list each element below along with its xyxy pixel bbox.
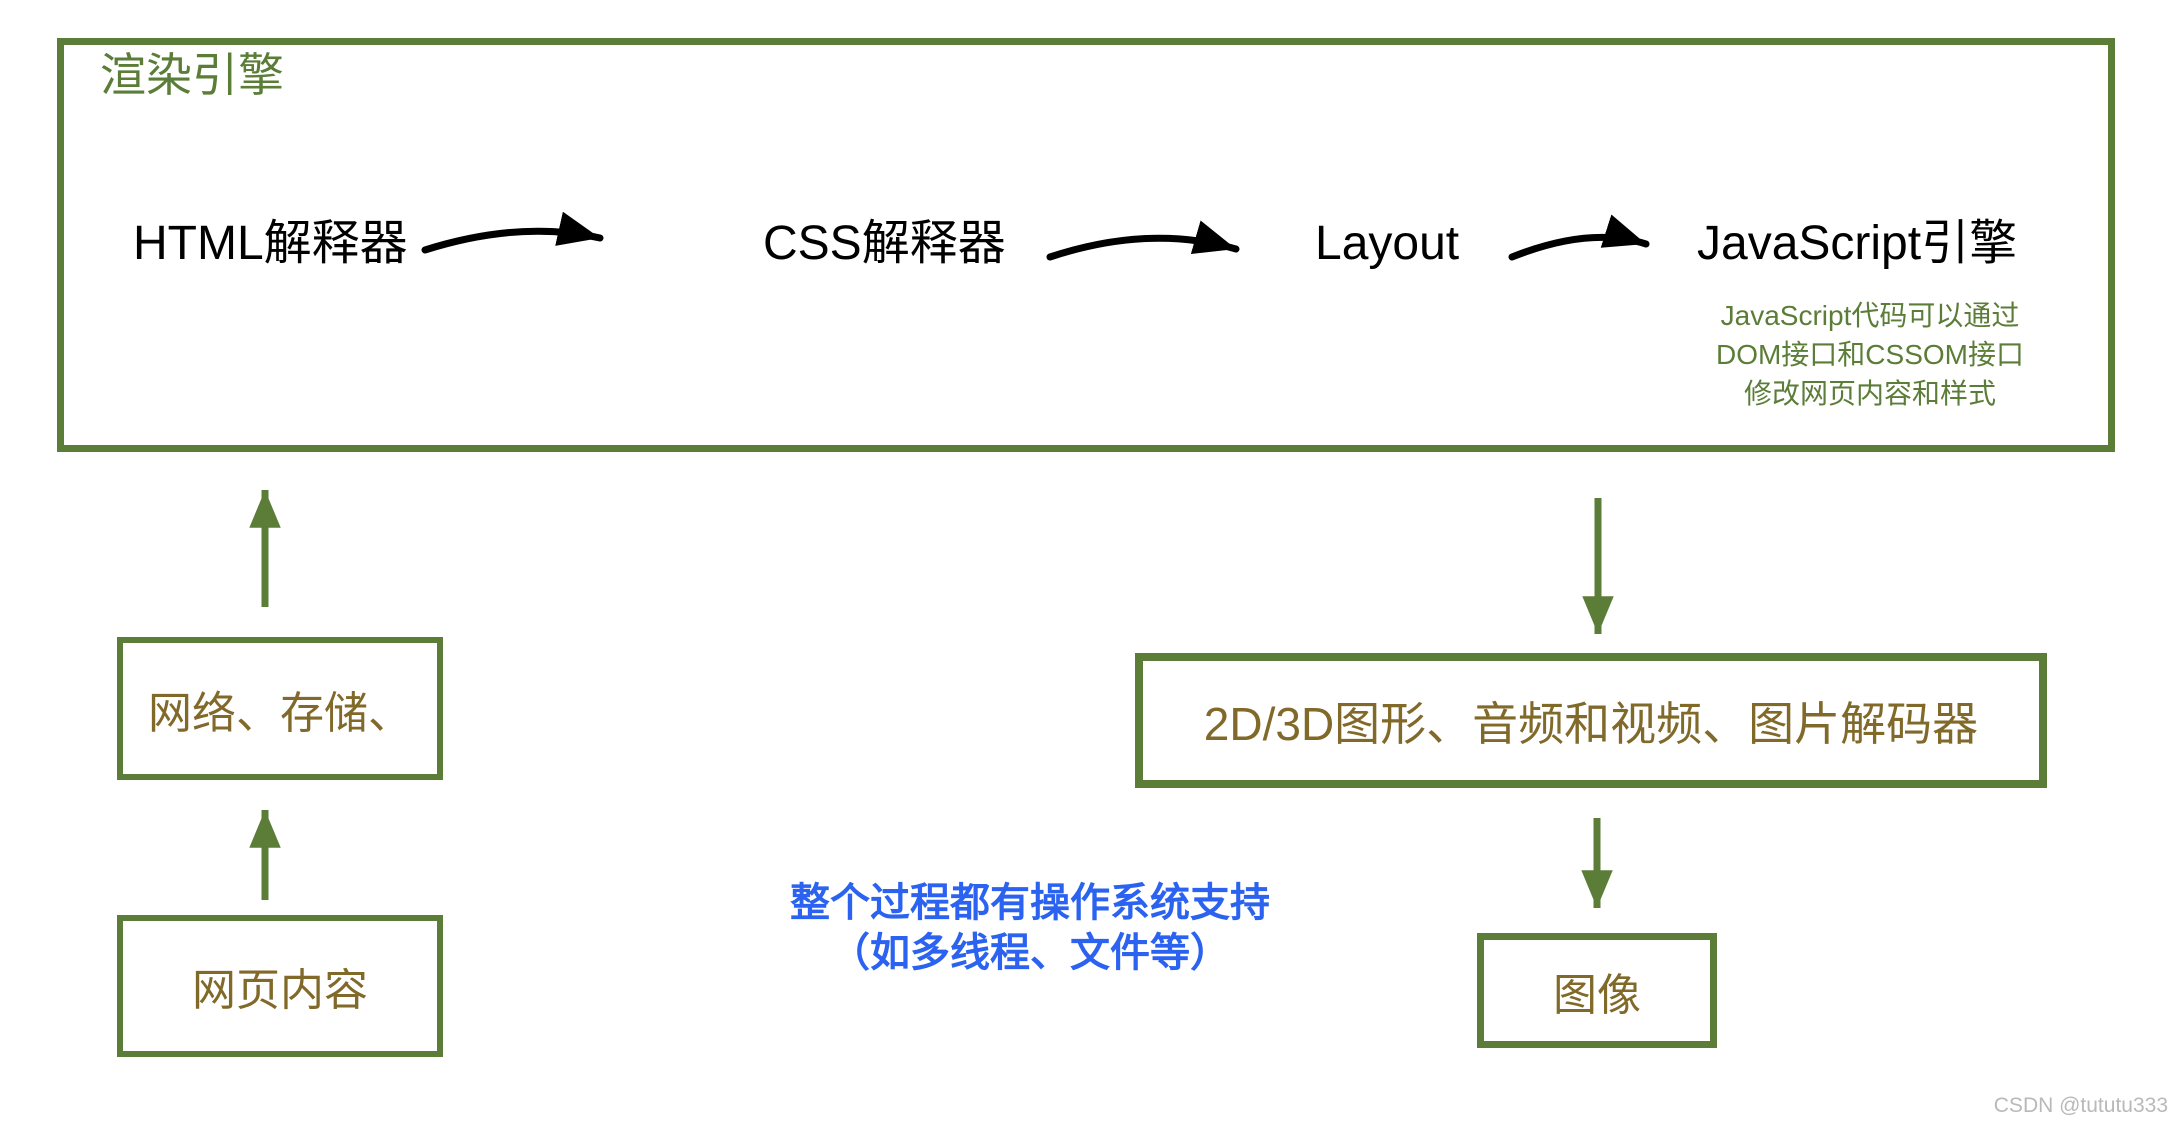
- web-content-label: 网页内容: [192, 966, 368, 1015]
- javascript-note: JavaScript代码可以通过 DOM接口和CSSOM接口 修改网页内容和样式: [1660, 296, 2080, 413]
- os-support-note-line: 整个过程都有操作系统支持: [790, 881, 1270, 925]
- media-decoder-box: 2D/3D图形、音频和视频、图片解码器: [1135, 653, 2047, 788]
- javascript-note-line: DOM接口和CSSOM接口: [1715, 339, 2024, 370]
- image-box: 图像: [1477, 933, 1717, 1048]
- network-storage-label: 网络、存储、: [148, 688, 412, 738]
- network-storage-box: 网络、存储、: [117, 637, 443, 780]
- stage-javascript-engine: JavaScript引擎: [1697, 217, 2018, 270]
- os-support-note: 整个过程都有操作系统支持 （如多线程、文件等）: [730, 878, 1330, 978]
- render-engine-title: 渲染引擎: [100, 49, 284, 101]
- stage-html-parser: HTML解释器: [133, 217, 408, 270]
- javascript-note-line: 修改网页内容和样式: [1743, 378, 1996, 409]
- csdn-watermark: CSDN @tututu333: [1993, 1094, 2168, 1117]
- stage-layout: Layout: [1315, 217, 1460, 270]
- os-support-note-line: （如多线程、文件等）: [830, 931, 1230, 975]
- javascript-note-line: JavaScript代码可以通过: [1720, 300, 2020, 331]
- stage-css-parser: CSS解释器: [763, 217, 1006, 270]
- web-content-box: 网页内容: [117, 915, 443, 1057]
- media-decoder-label: 2D/3D图形、音频和视频、图片解码器: [1203, 697, 1979, 750]
- image-label: 图像: [1553, 970, 1641, 1020]
